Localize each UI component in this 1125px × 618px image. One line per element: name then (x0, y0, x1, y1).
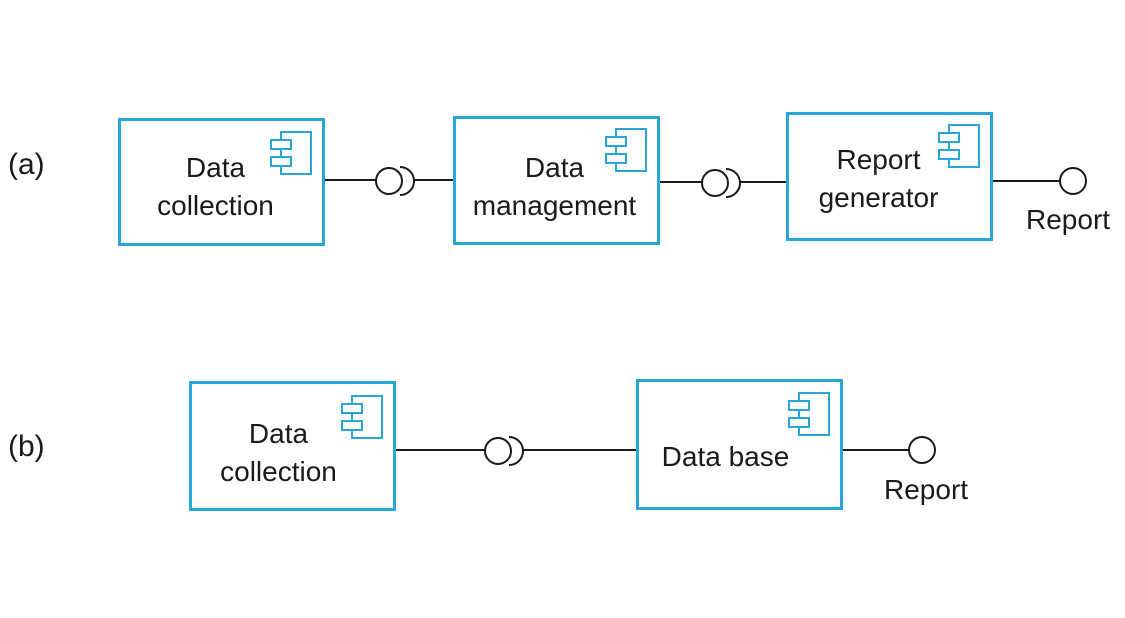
component-label: Data base (639, 438, 840, 476)
component-data-management: Data management (453, 116, 660, 245)
required-interface-socket (725, 168, 741, 198)
uml-component-icon (270, 131, 312, 175)
component-label-line1: Data base (661, 441, 790, 472)
report-port-label-a: Report (1026, 204, 1111, 235)
provided-interface-ball (701, 169, 729, 197)
component-label-line2: management (472, 190, 637, 221)
component-label: Report generator (789, 141, 990, 217)
required-interface-socket (399, 166, 415, 196)
report-port-ball (1059, 167, 1087, 195)
component-label-line2: collection (220, 456, 337, 487)
component-label-line1: Data (185, 152, 246, 183)
component-label: Data management (456, 149, 657, 225)
component-label: Data collection (192, 415, 393, 491)
component-label-line2: generator (818, 182, 939, 213)
component-data-collection: Data collection (118, 118, 325, 246)
component-data-collection: Data collection (189, 381, 396, 511)
component-label: Data collection (121, 149, 322, 225)
component-label-line1: Data (248, 418, 309, 449)
component-label-line1: Report (836, 144, 921, 175)
report-port-label-b: Report (884, 474, 969, 505)
component-data-base: Data base (636, 379, 843, 510)
component-label-line2: collection (157, 190, 274, 221)
uml-component-icon (605, 128, 647, 172)
diagram-b-label: (b) (8, 430, 45, 463)
diagram-a-label: (a) (8, 148, 45, 181)
uml-component-icon (341, 395, 383, 439)
component-report-generator: Report generator (786, 112, 993, 241)
component-label-line1: Data (524, 152, 585, 183)
report-port-ball (908, 436, 936, 464)
required-interface-socket (508, 436, 524, 466)
provided-interface-ball (484, 437, 512, 465)
provided-interface-ball (375, 167, 403, 195)
uml-component-icon (938, 124, 980, 168)
uml-component-icon (788, 392, 830, 436)
